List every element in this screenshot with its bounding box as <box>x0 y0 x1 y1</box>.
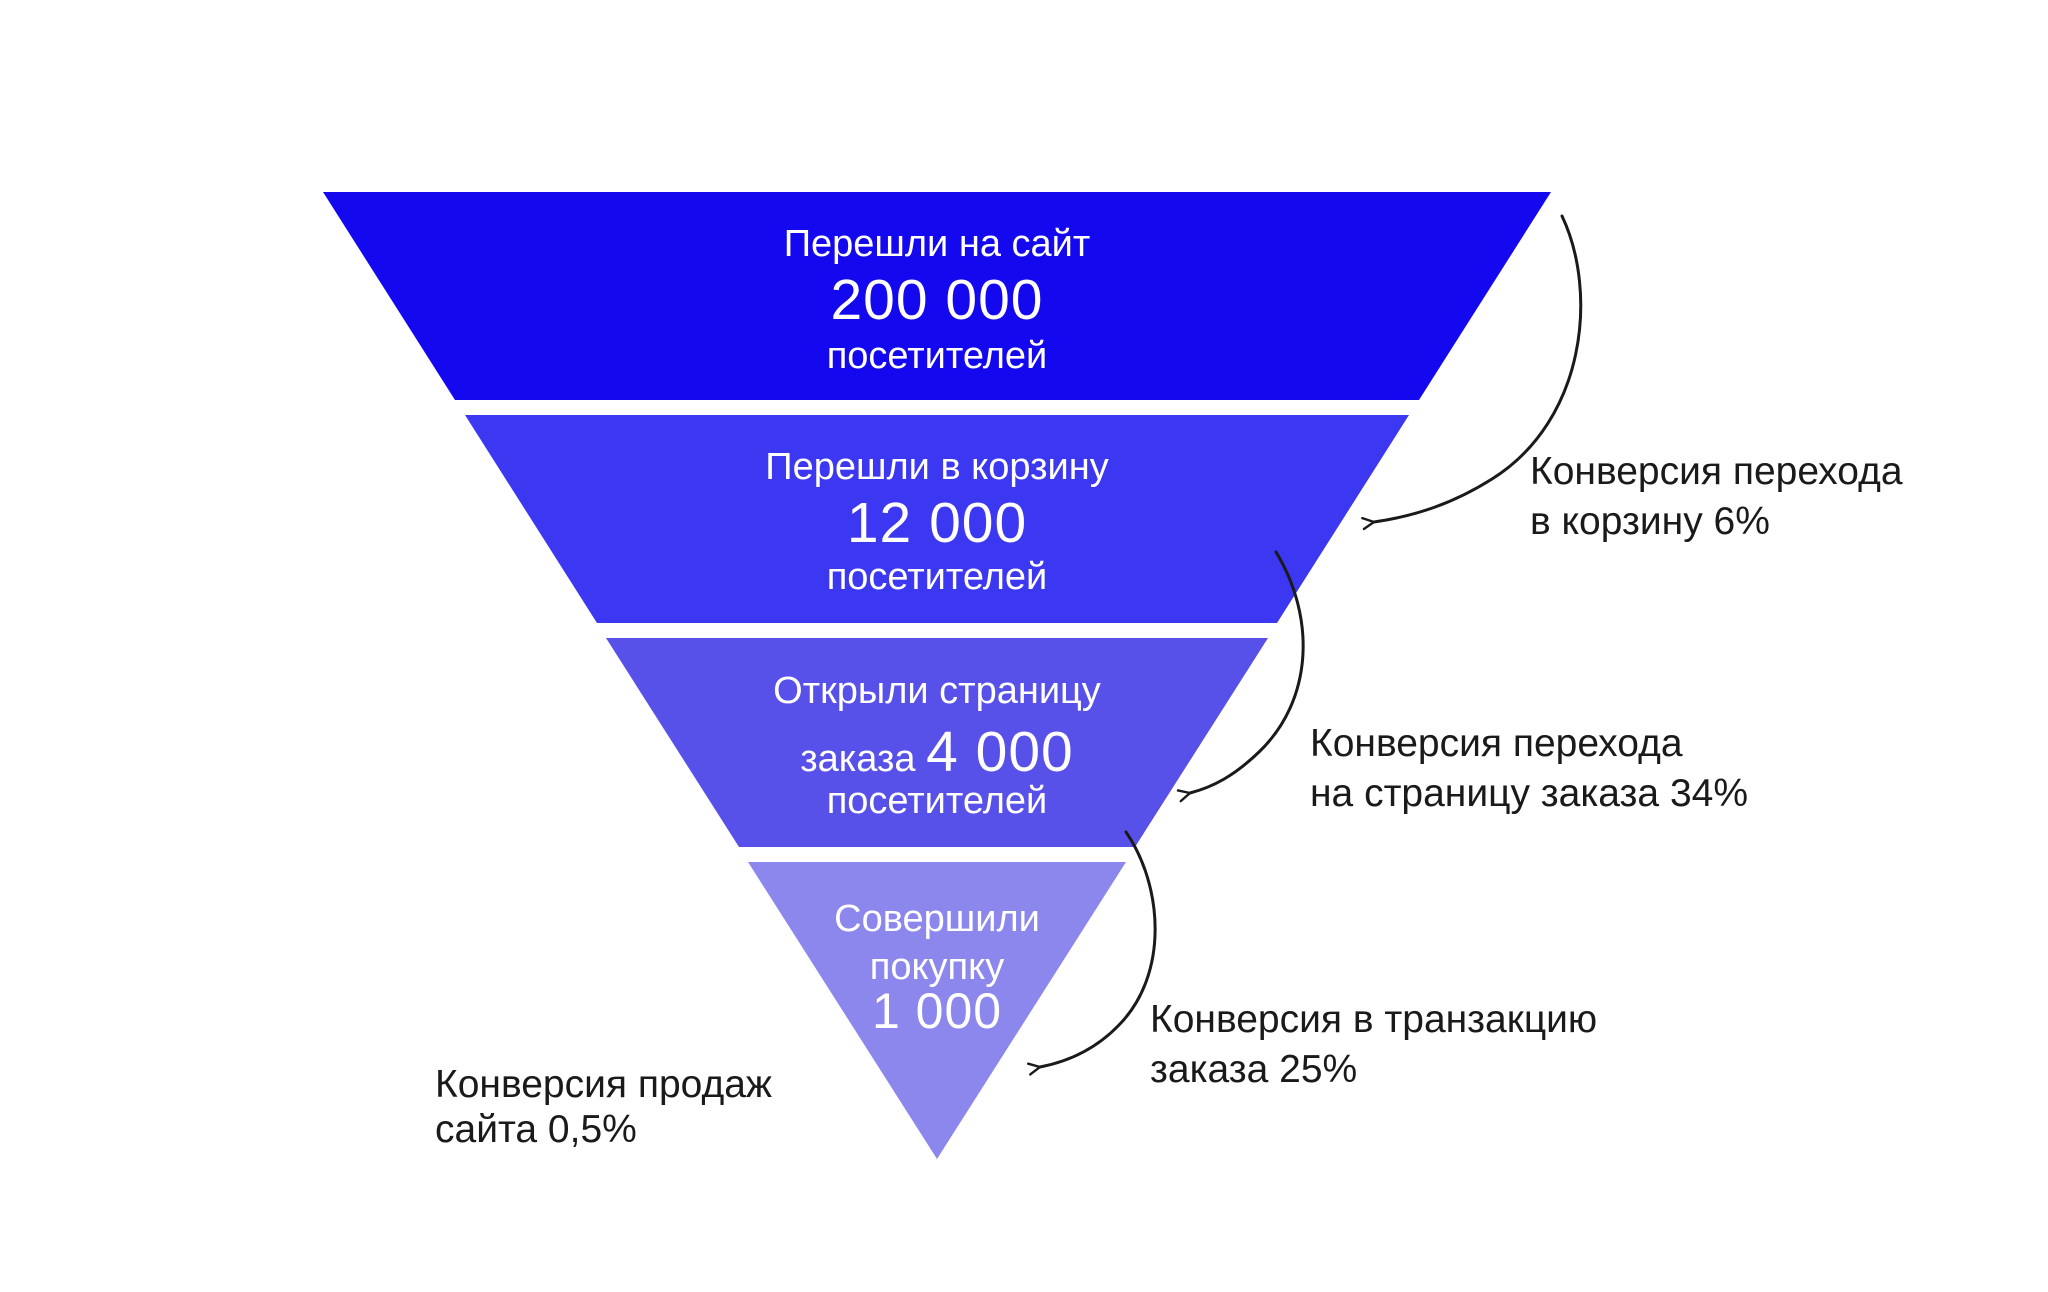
stage-1-label: Перешли на сайт <box>784 223 1091 265</box>
stage-3-value-prefix: заказа <box>800 738 926 780</box>
note-cart-conversion-line2: в корзину 6% <box>1530 500 1770 543</box>
note-site-sales-conversion-line2: сайта 0,5% <box>435 1108 637 1151</box>
stage-3-label: Открыли страницу <box>773 670 1101 712</box>
funnel-stage-opened-order-page: Открыли страницу заказа 4 000 посетителе… <box>606 638 1268 847</box>
note-order-page-conversion: Конверсия перехода на страницу заказа 34… <box>1310 722 1748 815</box>
stage-4-value: 1 000 <box>872 983 1002 1039</box>
note-site-sales-conversion: Конверсия продаж сайта 0,5% <box>435 1063 772 1151</box>
note-cart-conversion: Конверсия перехода в корзину 6% <box>1530 450 1903 543</box>
stage-4-label-line1: Совершили <box>834 898 1040 940</box>
note-order-page-conversion-line2: на страницу заказа 34% <box>1310 772 1748 815</box>
funnel-stage-4-shape <box>748 862 1126 1159</box>
stage-3-unit: посетителей <box>827 780 1048 822</box>
curved-arrow-transaction-conversion <box>1026 830 1157 1076</box>
funnel-stage-purchased: Совершили покупку 1 000 <box>748 862 1126 1159</box>
curved-arrow-cart-conversion <box>1361 214 1583 531</box>
note-cart-conversion-line1: Конверсия перехода <box>1530 450 1903 493</box>
note-transaction-conversion-line1: Конверсия в транзакцию <box>1150 998 1597 1041</box>
stage-1-value: 200 000 <box>830 268 1043 332</box>
stage-1-unit: посетителей <box>827 335 1048 377</box>
note-site-sales-conversion-line1: Конверсия продаж <box>435 1063 772 1106</box>
stage-2-label: Перешли в корзину <box>765 446 1108 488</box>
funnel-stage-added-to-cart: Перешли в корзину 12 000 посетителей <box>465 415 1409 623</box>
note-transaction-conversion: Конверсия в транзакцию заказа 25% <box>1150 998 1597 1091</box>
funnel-stage-visited-site: Перешли на сайт 200 000 посетителей <box>323 192 1551 400</box>
stage-3-value-line: заказа 4 000 <box>800 720 1073 784</box>
stage-2-unit: посетителей <box>827 556 1048 598</box>
funnel-stage-1-shape <box>323 192 1551 400</box>
stage-4-label-line2: покупку <box>870 946 1004 988</box>
curved-arrow-order-page-conversion <box>1176 550 1305 803</box>
stage-3-value: 4 000 <box>926 720 1074 784</box>
funnel-stage-3-shape <box>606 638 1268 847</box>
stage-2-value: 12 000 <box>847 491 1027 555</box>
note-order-page-conversion-line1: Конверсия перехода <box>1310 722 1683 765</box>
note-transaction-conversion-line2: заказа 25% <box>1150 1048 1357 1091</box>
funnel-stage-2-shape <box>465 415 1409 623</box>
